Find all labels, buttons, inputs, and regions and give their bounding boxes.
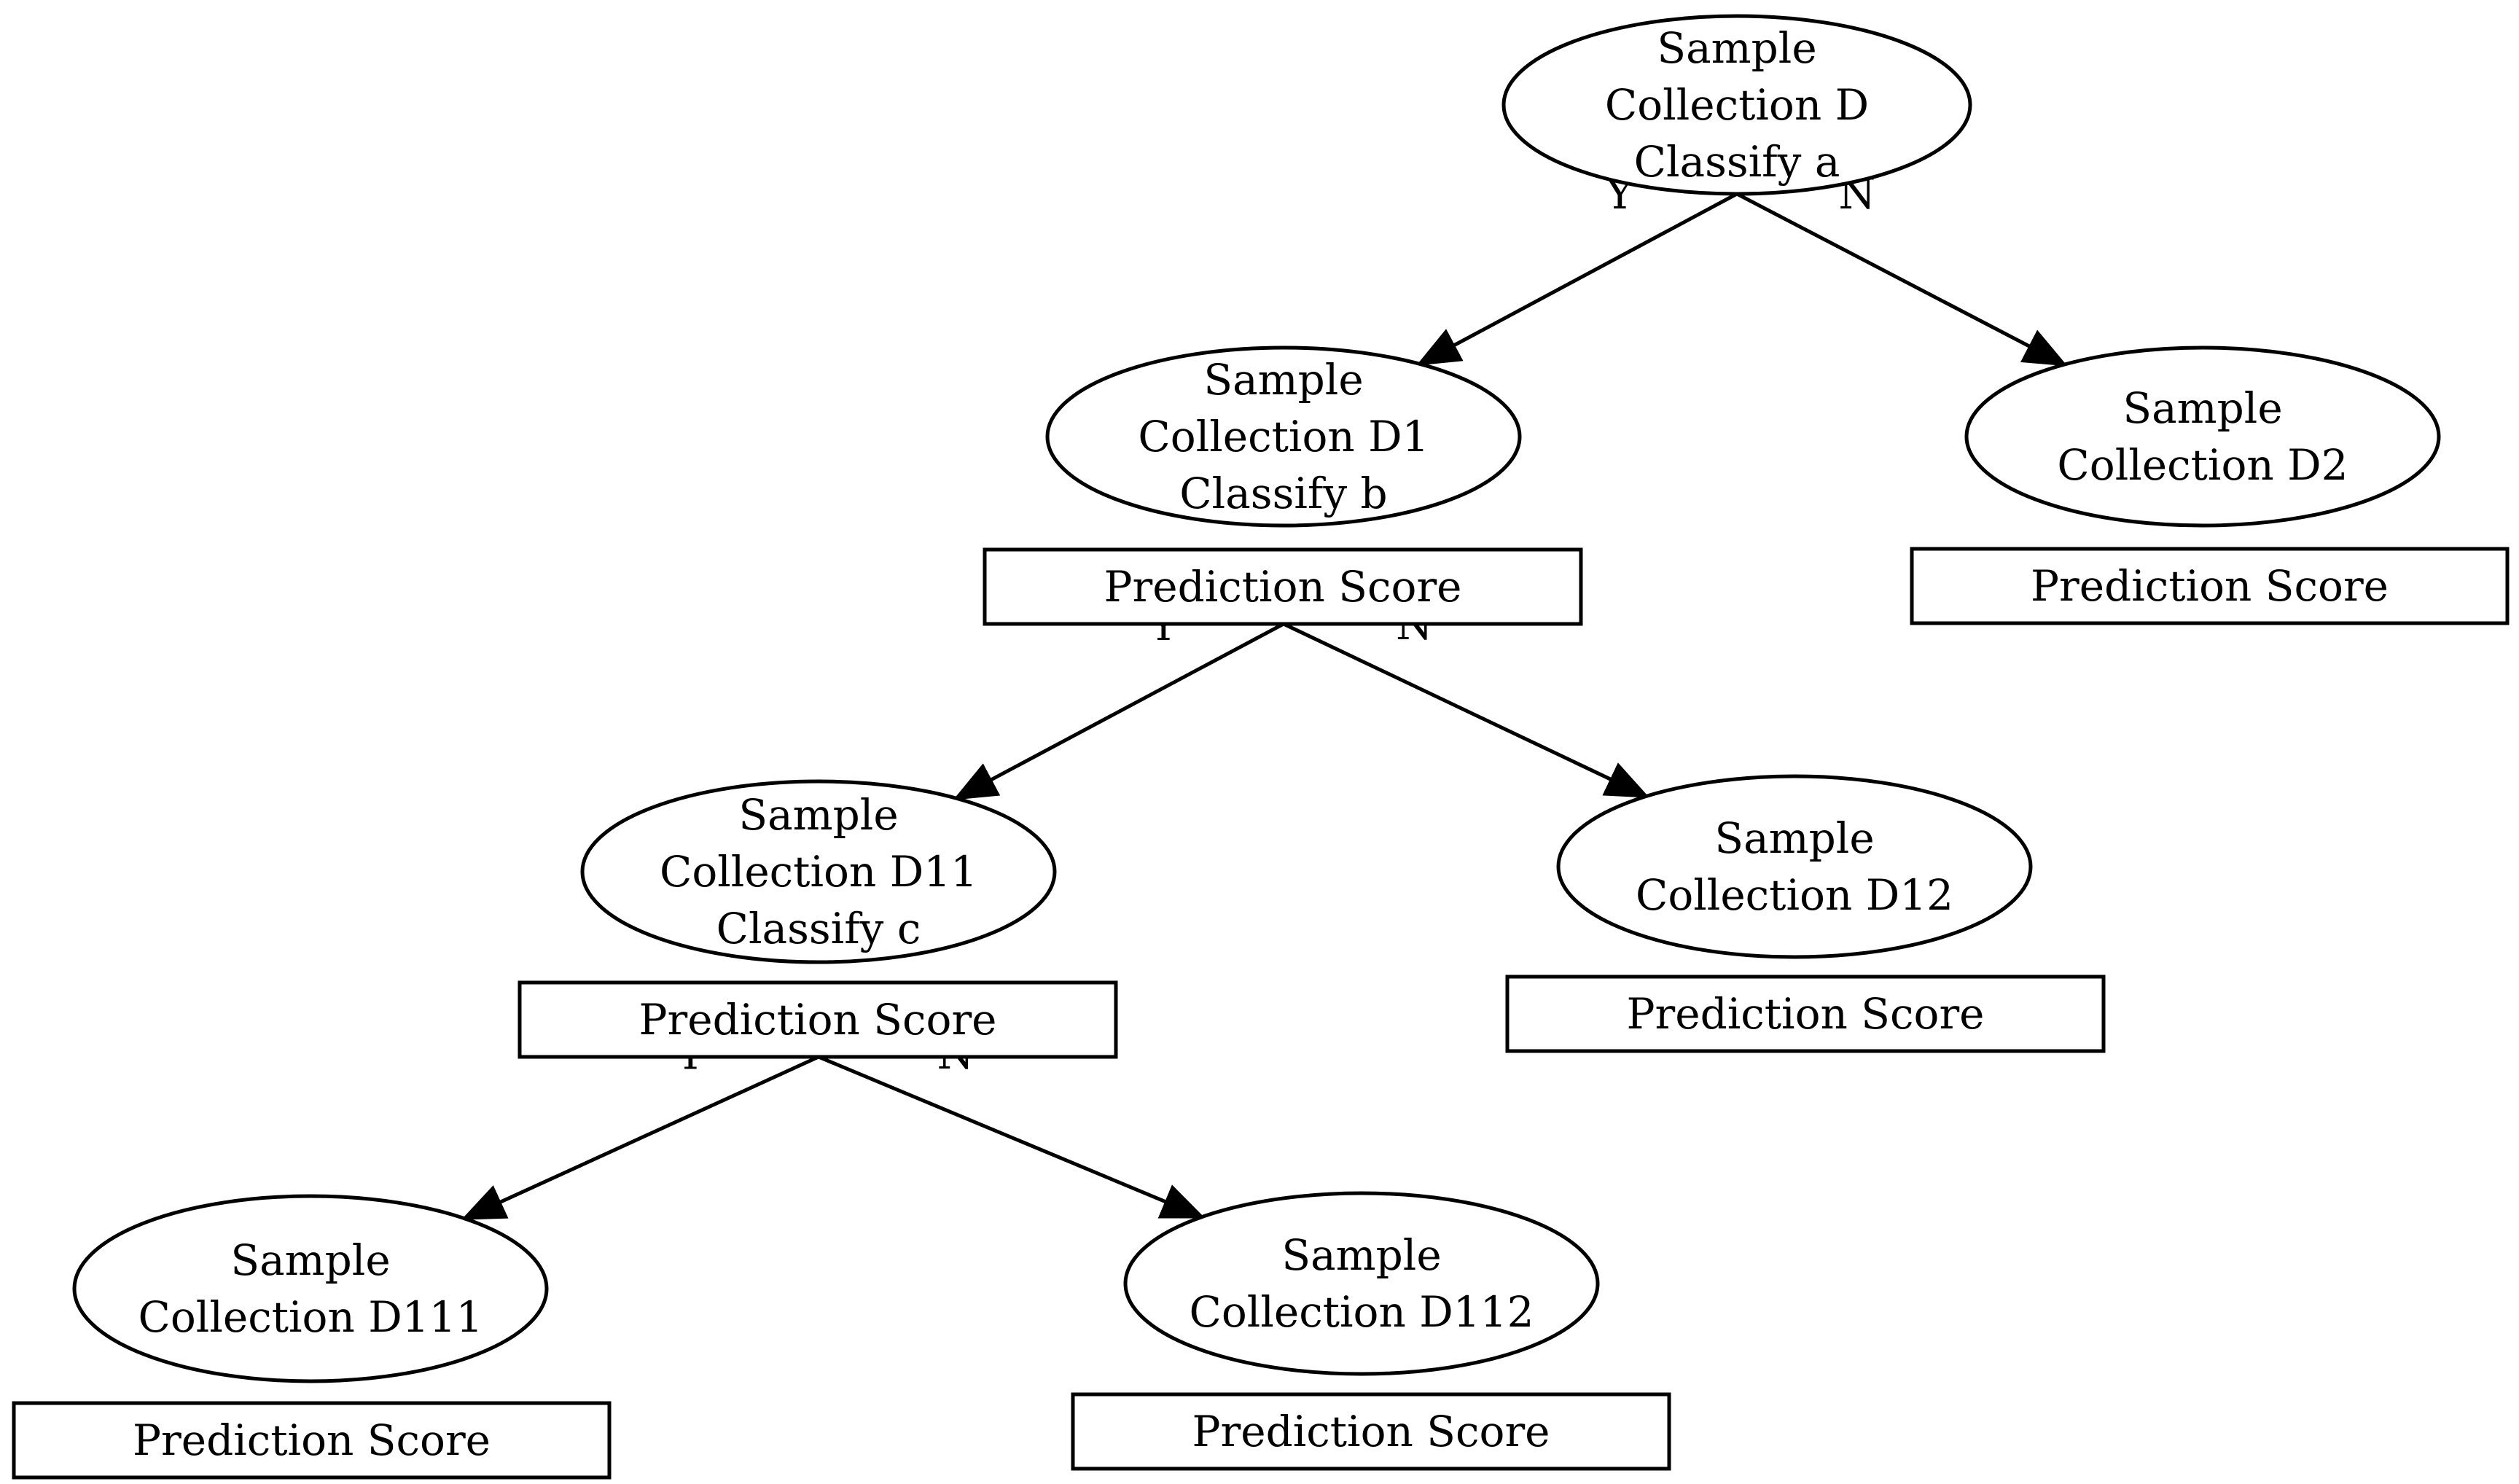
node-label-line: Classify b xyxy=(1179,469,1387,518)
node-ellipse xyxy=(580,779,1057,964)
prediction-score-label: Prediction Score xyxy=(1627,989,1985,1039)
edge-arrow xyxy=(1735,192,2068,367)
node-label-line: Collection D2 xyxy=(2057,440,2348,490)
prediction-score-label: Prediction Score xyxy=(1192,1407,1550,1456)
node-label-line: Sample xyxy=(738,790,898,840)
node-label-line: Classify c xyxy=(716,904,921,953)
node-label-line: Sample xyxy=(2122,383,2282,433)
prediction-score-box xyxy=(1910,547,2510,625)
node-label-line: Classify a xyxy=(1634,137,1840,187)
node-label-line: Sample xyxy=(1203,355,1363,405)
node-label-line: Sample xyxy=(1657,23,1816,73)
prediction-score-label: Prediction Score xyxy=(1104,562,1462,612)
prediction-score-box xyxy=(1505,975,2106,1053)
node-ellipse xyxy=(1556,774,2033,959)
prediction-score-box xyxy=(983,547,1583,626)
prediction-score-box xyxy=(1071,1392,1671,1471)
edge-d1-d11: Y xyxy=(953,601,1285,800)
node-label-line: Sample xyxy=(1714,813,1874,863)
node-label-line: Collection D xyxy=(1605,80,1869,130)
node-ellipse xyxy=(1501,14,1972,196)
node-label-line: Sample xyxy=(230,1235,390,1285)
edge-arrow xyxy=(1282,622,1650,798)
edge-arrow xyxy=(953,622,1285,800)
prediction-score-label: Prediction Score xyxy=(639,995,997,1044)
node-label-line: Collection D111 xyxy=(138,1292,483,1342)
prediction-score-box xyxy=(518,980,1118,1059)
edges-layer: YNYNYN xyxy=(461,169,2068,1220)
edge-arrow xyxy=(461,1055,820,1220)
edge-d-d2: N xyxy=(1735,169,2068,367)
edge-arrow xyxy=(1415,192,1738,366)
node-ellipse xyxy=(1045,345,1522,528)
node-label-line: Collection D12 xyxy=(1636,870,1953,920)
node-label-line: Collection D11 xyxy=(660,847,977,897)
prediction-score-label: Prediction Score xyxy=(133,1415,491,1465)
prediction-score-box xyxy=(12,1401,612,1480)
edge-d-d1: Y xyxy=(1415,169,1738,366)
edge-d1-d12: N xyxy=(1282,600,1650,798)
node-ellipse xyxy=(1964,345,2441,528)
edge-arrow xyxy=(818,1055,1206,1219)
node-label-line: Collection D1 xyxy=(1138,412,1429,461)
node-label-line: Collection D112 xyxy=(1190,1287,1534,1337)
prediction-score-label: Prediction Score xyxy=(2031,561,2389,611)
node-label-line: Sample xyxy=(1281,1230,1441,1280)
node-ellipse xyxy=(72,1194,549,1383)
node-ellipse xyxy=(1123,1191,1600,1376)
